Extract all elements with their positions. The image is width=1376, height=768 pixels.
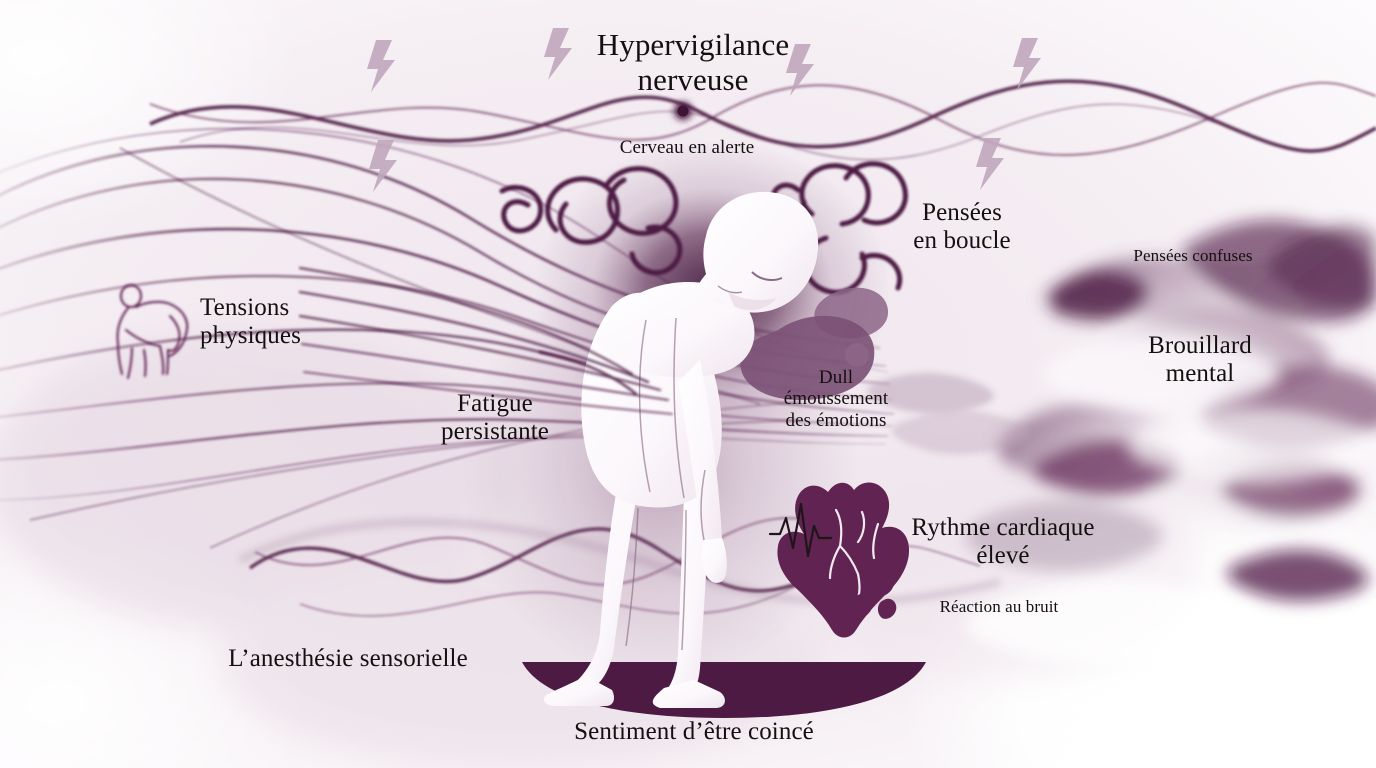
fog-highlights [965, 336, 1376, 666]
ink-blob-icon [740, 315, 875, 400]
nerve-wave-lines-top [149, 79, 1376, 161]
label-sentiment-etre-coince: Sentiment d’être coincé [574, 718, 814, 745]
swirl-icon [629, 224, 683, 276]
label-tensions-physiques: Tensions physiques [200, 294, 301, 349]
ink-blob-icon [891, 410, 1030, 455]
swirl-icon [843, 161, 908, 226]
lightning-bolt-icon [786, 44, 814, 96]
swirl-icon [603, 166, 679, 236]
bent-person-icon [116, 284, 189, 379]
lightning-bolt-icon [544, 28, 572, 80]
heart-droplet-icon [850, 570, 897, 619]
swirl-icon [499, 184, 544, 234]
label-hypervigilance: Hypervigilance nerveuse [596, 27, 790, 97]
label-rythme-cardiaque-eleve: Rythme cardiaque élevé [911, 514, 1095, 569]
swirl-icon [799, 163, 871, 227]
dark-platform-icon [522, 662, 926, 718]
lightning-bolt-icons [367, 28, 1041, 192]
lightning-bolt-icon [369, 140, 397, 192]
heart-icon [777, 482, 910, 638]
label-brouillard-mental: Brouillard mental [1148, 332, 1252, 387]
ink-blob-icon [845, 343, 869, 367]
ecg-pulse-icon [768, 502, 833, 558]
background-highlight-top-left [0, 0, 300, 230]
pulse-node-core [677, 105, 689, 117]
label-fatigue-persistante: Fatigue persistante [440, 390, 550, 445]
label-pensees-en-boucle: Pensées en boucle [913, 199, 1011, 254]
label-pensees-confuses: Pensées confuses [1133, 246, 1253, 265]
lightning-bolt-icon [1013, 38, 1041, 90]
label-anesthesie-sensorielle: L’anesthésie sensorielle [228, 645, 468, 672]
swirl-icon [859, 252, 903, 291]
neck-tension-arcs [298, 266, 673, 415]
lightning-bolt-icon [976, 138, 1004, 190]
ink-blob-icon [867, 372, 994, 414]
swirl-icon [545, 176, 621, 245]
label-cerveau-en-alerte: Cerveau en alerte [619, 137, 755, 158]
slumped-figure-illustration [543, 191, 819, 708]
lightning-bolt-icon [367, 40, 395, 92]
ink-blob-group [740, 287, 1030, 455]
swirl-icon-group-left [499, 166, 683, 276]
label-emoussement-des-emotions: Dull émoussement des émotions [783, 367, 889, 431]
label-reaction-au-bruit: Réaction au bruit [939, 597, 1059, 616]
